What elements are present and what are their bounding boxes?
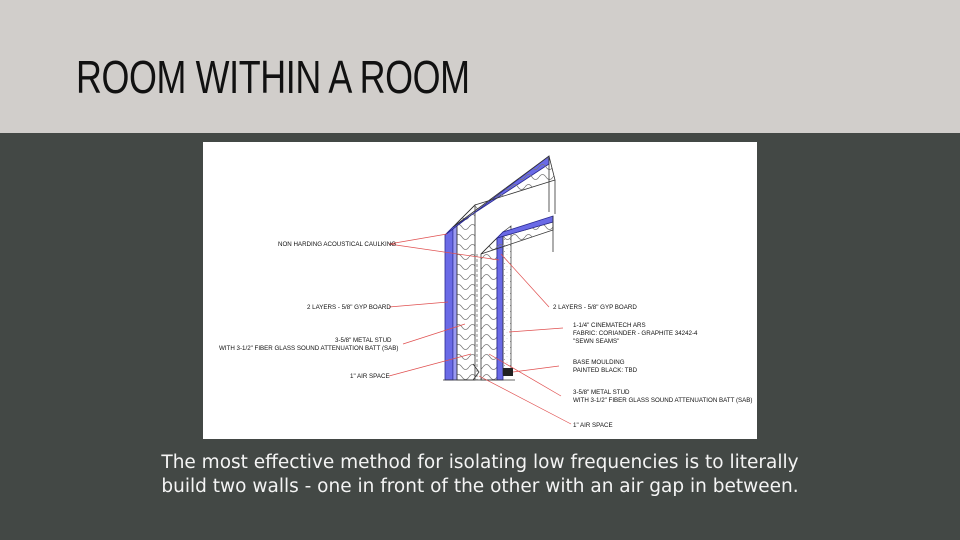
slide-caption: The most effective method for isolating … [100, 451, 860, 499]
label-stud-right-2: WITH 3-1/2" FIBER GLASS SOUND ATTENUATIO… [573, 397, 752, 404]
label-air-left: 1" AIR SPACE [350, 373, 390, 380]
title-bar [0, 0, 960, 133]
inner-gyp-board [496, 231, 504, 381]
label-base-1: BASE MOULDING [573, 359, 625, 366]
label-ars-2: FABRIC: CORIANDER - GRAPHITE 34242-4 [573, 330, 698, 337]
label-base-2: PAINTED BLACK: TBD [573, 367, 638, 374]
inner-ars-panel [502, 225, 512, 375]
label-stud-left-2: WITH 3-1/2" FIBER GLASS SOUND ATTENUATIO… [219, 345, 398, 352]
outer-batt [456, 204, 476, 381]
wall-section-diagram: NON HARDING ACOUSTICAL CAULKING 2 LAYERS… [203, 142, 757, 439]
label-gyp-left: 2 LAYERS - 5/8" GYP BOARD [307, 304, 391, 311]
diagram-drawing: NON HARDING ACOUSTICAL CAULKING 2 LAYERS… [219, 155, 752, 429]
caption-line-2: build two walls - one in front of the ot… [161, 476, 799, 497]
label-stud-right-1: 3-5/8" METAL STUD [573, 389, 630, 396]
label-air-right: 1" AIR SPACE [573, 422, 613, 429]
label-ars-1: 1-1/4" CINEMATECH ARS [573, 322, 646, 329]
label-ars-3: "SEWN SEAMS" [573, 338, 619, 345]
label-caulking: NON HARDING ACOUSTICAL CAULKING [278, 241, 396, 248]
label-gyp-right: 2 LAYERS - 5/8" GYP BOARD [553, 304, 637, 311]
base-moulding [503, 368, 513, 376]
inner-roof-batt [480, 221, 554, 255]
outer-gyp-board-2 [452, 222, 458, 381]
outer-gyp-board [444, 226, 454, 381]
slide-title: ROOM WITHIN A ROOM [76, 51, 470, 103]
leader-lines [388, 233, 572, 425]
label-stud-left-1: 3-5/8" METAL STUD [335, 337, 392, 344]
caption-line-1: The most effective method for isolating … [161, 452, 799, 473]
